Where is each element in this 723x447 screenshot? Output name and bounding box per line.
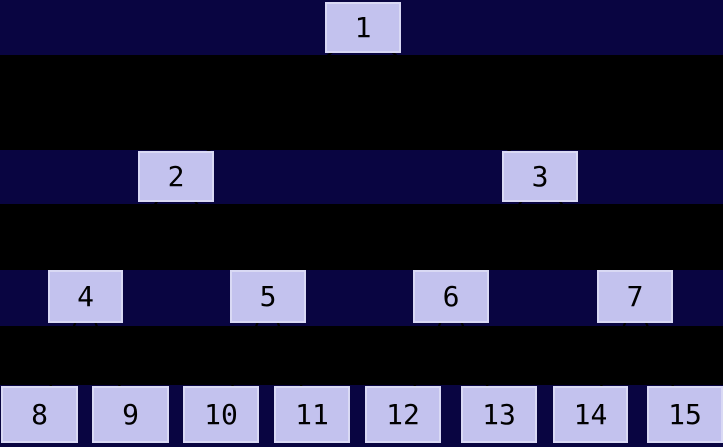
tree-node-8: 8 — [1, 386, 78, 443]
node-label: 1 — [354, 10, 372, 44]
tree-node-10: 10 — [183, 386, 259, 443]
node-label: 3 — [531, 159, 549, 193]
tree-node-14: 14 — [553, 386, 628, 443]
tree-node-11: 11 — [274, 386, 350, 443]
node-label: 8 — [31, 397, 48, 431]
tree-node-4: 4 — [48, 270, 123, 323]
node-label: 13 — [482, 397, 516, 431]
tree-node-5: 5 — [230, 270, 306, 323]
node-label: 4 — [77, 279, 94, 313]
node-label: 9 — [122, 397, 139, 431]
tree-node-6: 6 — [413, 270, 489, 323]
level-band-2 — [0, 150, 723, 204]
node-label: 10 — [204, 397, 238, 431]
tree-node-15: 15 — [647, 386, 723, 443]
node-label: 6 — [442, 279, 460, 313]
tree-node-12: 12 — [365, 386, 441, 443]
tree-node-3: 3 — [502, 151, 578, 202]
node-label: 11 — [295, 397, 329, 431]
node-label: 2 — [167, 159, 185, 193]
node-label: 14 — [573, 397, 608, 431]
node-label: 12 — [386, 397, 420, 431]
tree-node-2: 2 — [138, 151, 214, 202]
tree-node-7: 7 — [597, 270, 673, 323]
tree-node-1: 1 — [325, 2, 401, 53]
tree-node-9: 9 — [92, 386, 169, 443]
tree-node-13: 13 — [461, 386, 537, 443]
node-label: 15 — [668, 397, 702, 431]
node-label: 7 — [626, 279, 644, 313]
node-label: 5 — [259, 279, 277, 313]
